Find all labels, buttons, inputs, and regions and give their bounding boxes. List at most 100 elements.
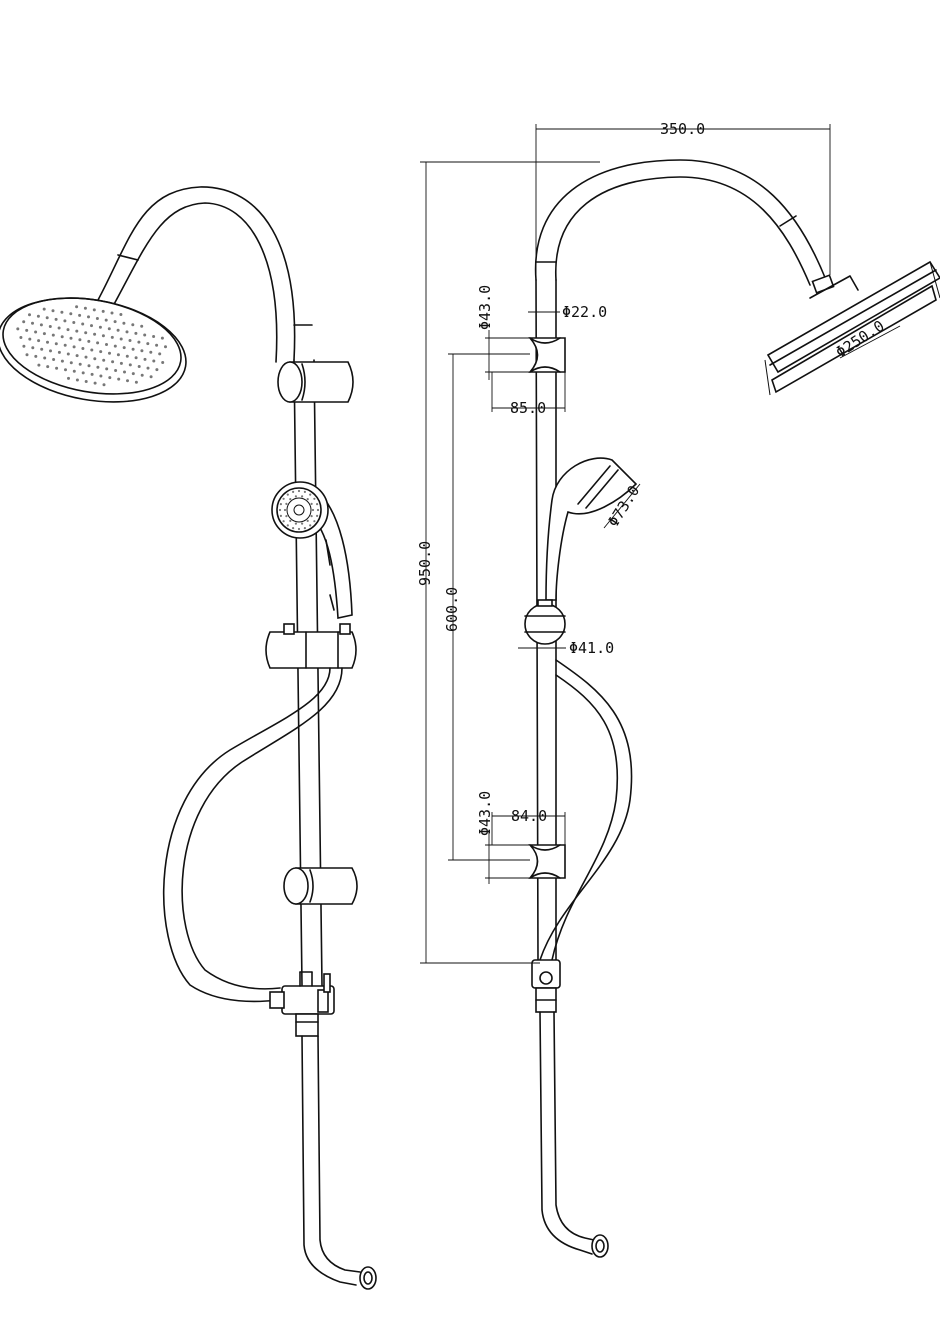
- nozzle-dot: [75, 329, 79, 333]
- nozzle-dot: [37, 363, 41, 367]
- nozzle-dot: [294, 495, 297, 498]
- nozzle-dot: [60, 359, 64, 363]
- nozzle-dot: [87, 339, 91, 343]
- nozzle-dot: [54, 342, 58, 346]
- nozzle-dot: [131, 372, 135, 376]
- nozzle-dot: [75, 354, 79, 358]
- nozzle-dot: [72, 369, 76, 373]
- nozzle-dot: [99, 350, 103, 354]
- nozzle-dot: [117, 377, 121, 381]
- nozzle-dot: [309, 493, 312, 496]
- nozzle-dot: [42, 307, 46, 311]
- gooseneck-arm: [97, 186, 313, 363]
- nozzle-dot: [99, 374, 103, 378]
- nozzle-dot: [294, 522, 297, 525]
- nozzle-dot: [286, 524, 289, 527]
- nozzle-dot: [149, 350, 153, 354]
- top-wall-bracket: [277, 361, 354, 403]
- nozzle-dot: [66, 328, 70, 332]
- nozzle-dot: [83, 306, 87, 310]
- nozzle-dot: [78, 338, 82, 342]
- nozzle-dot: [96, 365, 100, 369]
- nozzle-dot: [149, 375, 153, 379]
- side-bottom-bracket: [528, 844, 566, 879]
- nozzle-dot: [140, 324, 144, 328]
- nozzle-dot: [137, 340, 141, 344]
- nozzle-dot: [90, 372, 94, 376]
- nozzle-dot: [134, 356, 138, 360]
- nozzle-dot: [72, 345, 76, 349]
- nozzle-dot: [110, 311, 114, 315]
- nozzle-dot: [51, 333, 55, 337]
- nozzle-dot: [282, 497, 285, 500]
- nozzle-dot: [42, 332, 46, 336]
- nozzle-dot: [52, 358, 56, 361]
- nozzle-dot: [122, 321, 126, 325]
- nozzle-dot: [313, 497, 316, 500]
- nozzle-dot: [286, 493, 289, 496]
- nozzle-dot: [292, 490, 295, 493]
- nozzle-dot: [105, 367, 109, 371]
- nozzle-dot: [54, 317, 58, 321]
- nozzle-dot: [69, 336, 73, 340]
- dim-arm-reach: 350.0: [660, 120, 705, 138]
- nozzle-dot: [22, 320, 26, 324]
- nozzle-dot: [161, 361, 165, 364]
- nozzle-dot: [158, 352, 162, 356]
- nozzle-dot: [310, 515, 313, 518]
- nozzle-dot: [67, 376, 70, 380]
- nozzle-dot: [125, 354, 129, 358]
- nozzle-dot: [311, 508, 315, 512]
- nozzle-dot: [34, 354, 38, 358]
- nozzle-dot: [114, 369, 118, 372]
- diverter-valve: [269, 971, 335, 1037]
- nozzle-dot: [87, 364, 91, 368]
- nozzle-dot: [40, 347, 44, 351]
- rain-shower-head: [0, 297, 187, 403]
- nozzle-dot: [81, 322, 85, 326]
- nozzle-dot: [316, 508, 320, 512]
- nozzle-dot: [34, 330, 38, 334]
- nozzle-dot: [57, 326, 61, 330]
- nozzle-dot: [119, 313, 123, 316]
- nozzle-dot: [108, 376, 112, 380]
- nozzle-dot: [31, 346, 35, 350]
- nozzle-dot: [19, 336, 23, 339]
- nozzle-dot: [72, 321, 76, 324]
- nozzle-dot: [116, 328, 120, 332]
- nozzle-dot: [128, 339, 132, 342]
- nozzle-dot: [119, 361, 123, 365]
- nozzle-dot: [39, 323, 43, 327]
- nozzle-dot: [285, 502, 288, 505]
- dim-total-height: 950.0: [416, 541, 434, 586]
- nozzle-dot: [78, 362, 82, 366]
- dim-pipe-diameter: Φ22.0: [562, 303, 607, 321]
- nozzle-dot: [282, 520, 285, 523]
- nozzle-dot: [140, 373, 144, 377]
- nozzle-dot: [301, 495, 304, 498]
- side-slider-holder: [524, 599, 566, 645]
- side-supply-hose: [539, 1011, 609, 1258]
- dim-top-bracket-diameter: Φ43.0: [476, 285, 494, 330]
- side-top-bracket: [528, 337, 566, 373]
- nozzle-dot: [45, 316, 49, 320]
- supply-hose: [301, 1035, 377, 1290]
- bottom-wall-bracket: [283, 867, 358, 905]
- nozzle-dot: [63, 343, 67, 347]
- nozzle-dot: [108, 351, 111, 355]
- nozzle-dot: [95, 317, 99, 320]
- nozzle-dot: [49, 349, 52, 353]
- nozzle-dot: [116, 353, 120, 357]
- dim-slider-diameter: Φ41.0: [569, 639, 614, 657]
- nozzle-dot: [123, 370, 126, 374]
- nozzle-dot: [143, 333, 147, 337]
- nozzle-dot: [84, 380, 88, 383]
- nozzle-dot: [289, 519, 292, 523]
- nozzle-dot: [36, 314, 40, 318]
- nozzle-dot: [113, 320, 117, 324]
- nozzle-dot: [92, 308, 96, 312]
- nozzle-dot: [104, 318, 108, 322]
- nozzle-dot: [285, 515, 288, 518]
- nozzle-dot: [283, 508, 287, 512]
